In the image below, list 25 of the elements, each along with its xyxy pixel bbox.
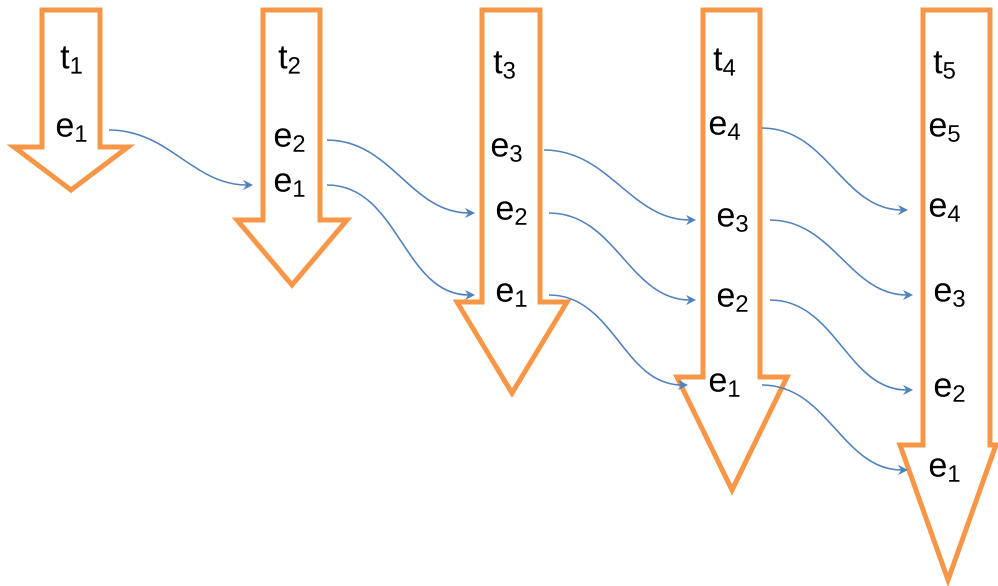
element-label: e$_{2}$ <box>718 288 748 312</box>
element-label: e$_{1}$ <box>274 173 304 197</box>
element-label: e$_{5}$ <box>930 118 960 142</box>
element-label: e$_{4}$ <box>710 116 740 140</box>
arrow-label: t$_{2}$ <box>278 46 300 74</box>
element-label: e$_{4}$ <box>930 198 960 222</box>
element-label: e$_{1}$ <box>496 283 526 307</box>
element-label: e$_{1}$ <box>710 373 740 397</box>
down-arrow-shape <box>896 8 998 586</box>
element-label: e$_{2}$ <box>496 201 526 225</box>
down-arrow-shape <box>232 8 352 289</box>
arrow-label: t$_{5}$ <box>934 51 955 79</box>
arrow-label: t$_{3}$ <box>494 51 515 79</box>
element-label: e$_{1}$ <box>56 118 86 142</box>
element-label: e$_{3}$ <box>934 283 965 307</box>
element-label: e$_{1}$ <box>930 458 960 482</box>
arrow-label: t$_{4}$ <box>714 48 736 76</box>
element-label: e$_{2}$ <box>274 128 304 152</box>
element-label: e$_{3}$ <box>492 138 522 162</box>
element-label: e$_{3}$ <box>718 208 748 232</box>
element-label: e$_{2}$ <box>934 378 964 402</box>
down-arrow-shape <box>673 8 791 496</box>
arrow-label: t$_{1}$ <box>60 46 82 74</box>
down-arrow-shape <box>452 8 572 398</box>
down-arrow-shape <box>6 8 136 194</box>
